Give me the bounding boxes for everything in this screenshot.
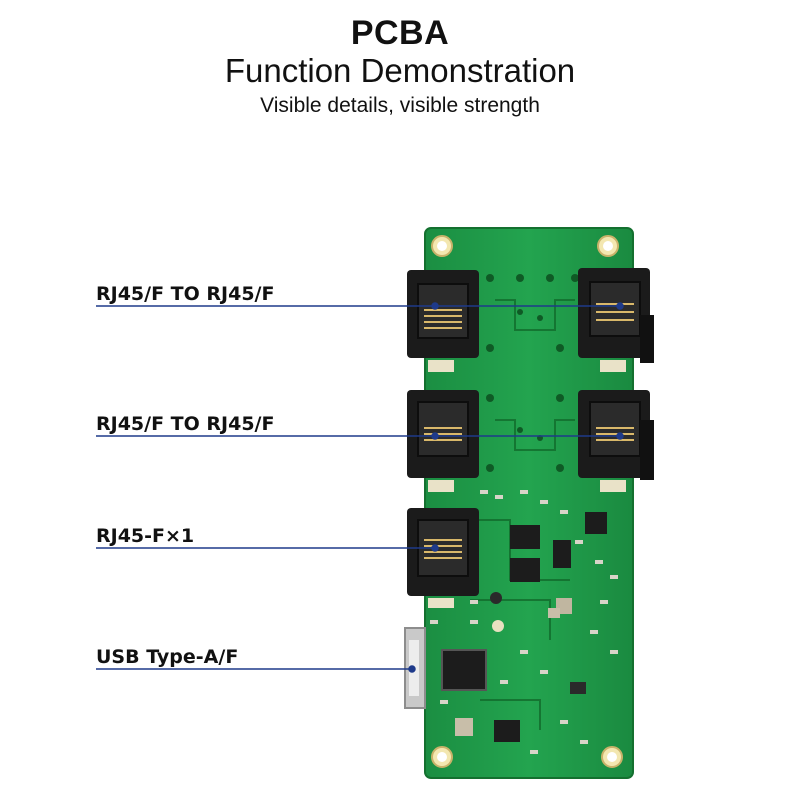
callout-label-rj45-pair-1: RJ45/F TO RJ45/F xyxy=(96,283,275,305)
rj45-connector-right-2 xyxy=(578,390,654,492)
rj45-connector-left-2 xyxy=(407,390,479,492)
callout-lines xyxy=(96,302,624,673)
page-title: PCBA xyxy=(350,14,450,52)
ic-chips xyxy=(441,512,607,742)
pcb-board xyxy=(424,227,634,779)
rj45-connector-left-1 xyxy=(407,270,479,372)
callout-label-rj45-pair-2: RJ45/F TO RJ45/F xyxy=(96,413,275,435)
callout-label-rj45-single: RJ45-F×1 xyxy=(96,525,195,547)
rj45-connector-single xyxy=(407,508,479,608)
rj45-connector-right-1 xyxy=(578,268,654,372)
callout-label-usb: USB Type-A/F xyxy=(96,646,239,668)
page-subtitle: Function Demonstration xyxy=(224,52,576,89)
smd-components xyxy=(430,490,618,754)
page-tagline: Visible details, visible strength xyxy=(260,94,540,117)
